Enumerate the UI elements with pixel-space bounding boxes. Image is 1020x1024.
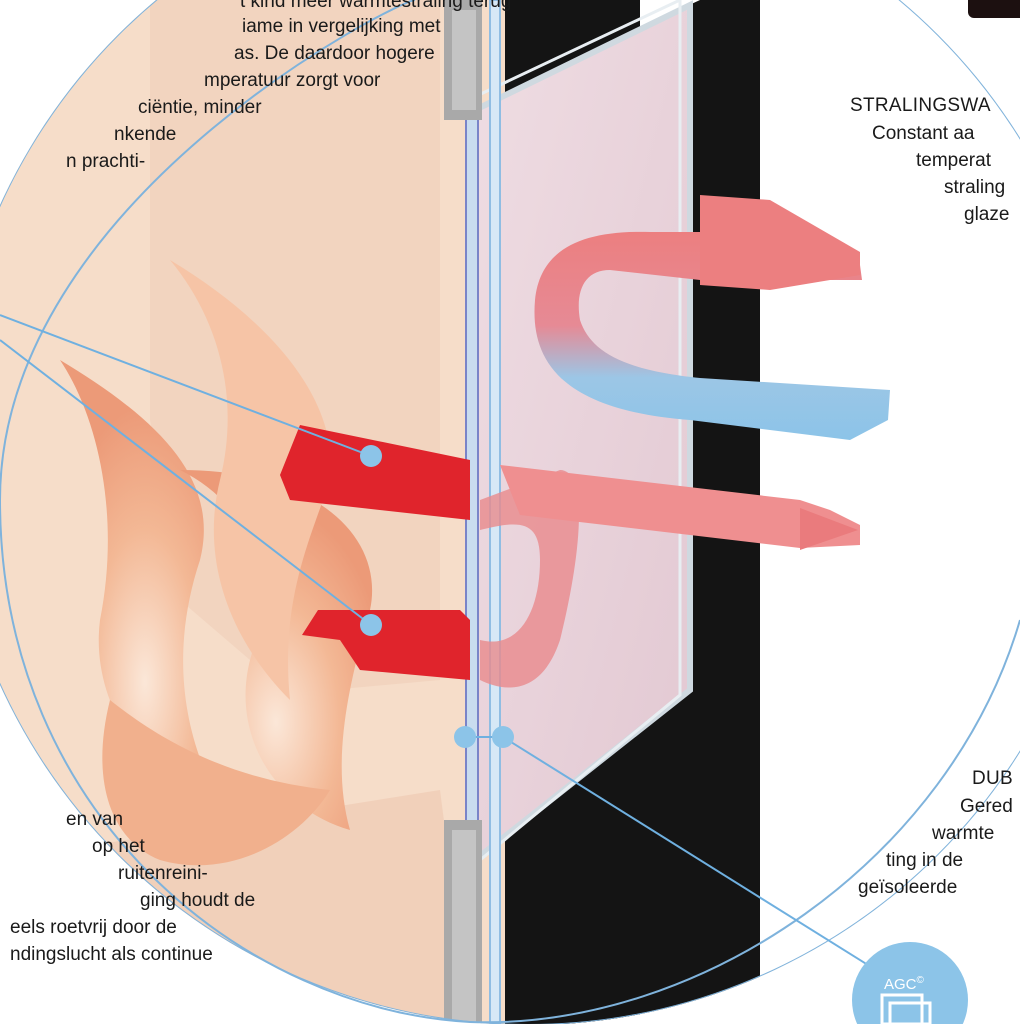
agc-logo-text: AGC [884,976,917,993]
agc-logo-label: AGC© [884,975,924,993]
bottom-left-line-5: eels roetvrij door de [10,914,177,941]
callout-dot-glass-inner [454,726,476,748]
double-glass-line-1: Gered [960,793,1013,820]
corner-dark-box [968,0,1020,18]
bottom-left-line-3: ruitenreini- [118,860,208,887]
callout-dot-upper [360,445,382,467]
radiation-line-1: Constant aa [872,120,974,147]
top-left-line-2: iame in vergelijking met [242,13,441,40]
bottom-left-line-2: op het [92,833,145,860]
radiation-heading: STRALINGSWA [850,92,991,119]
radiation-line-3: straling [944,174,1005,201]
top-left-line-6: nkende [114,121,176,148]
double-glass-heading: DUB [972,765,1013,792]
radiation-line-2: temperat [916,147,991,174]
callout-dot-glass-outer [492,726,514,748]
radiation-line-4: glaze [964,201,1009,228]
double-glass-line-4: geïsoleerde [858,874,957,901]
top-left-line-7: n prachti- [66,148,145,175]
mount-bracket-top-inner [452,10,476,110]
top-left-line-5: ciëntie, minder [138,94,262,121]
double-glass-line-3: ting in de [886,847,963,874]
double-glass-line-2: warmte [932,820,994,847]
mount-bracket-bottom-inner [452,830,476,1024]
callout-dot-lower [360,614,382,636]
bottom-left-line-4: ging houdt de [140,887,255,914]
top-left-line-4: mperatuur zorgt voor [204,67,380,94]
bottom-left-line-1: en van [66,806,123,833]
top-left-line-3: as. De daardoor hogere [234,40,435,67]
agc-logo-mark: © [917,975,924,986]
bottom-left-line-6: ndingslucht als continue [10,941,213,968]
